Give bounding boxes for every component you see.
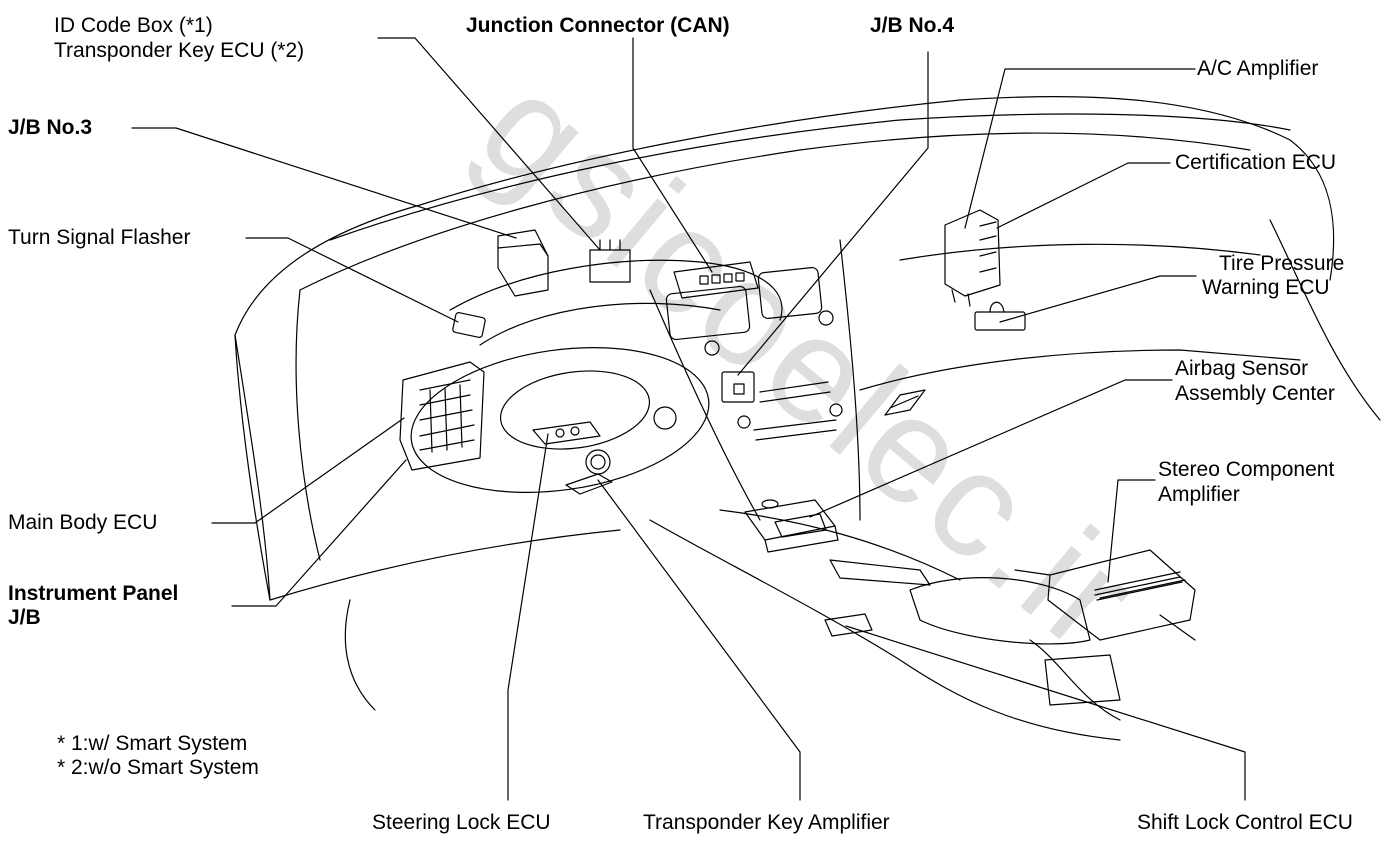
jb-no3-unit xyxy=(498,230,548,296)
dashboard-top-edge xyxy=(300,133,1250,290)
shift-lock-ecu-unit xyxy=(825,614,872,636)
passenger-glovebox xyxy=(900,244,1260,260)
steering-wheel-inner xyxy=(495,362,654,458)
leader-jb-no4 xyxy=(738,52,928,375)
leader-stereo xyxy=(1108,480,1155,582)
passenger-vent xyxy=(885,390,925,415)
dashboard-outline xyxy=(235,97,1334,600)
display-right xyxy=(758,267,822,319)
stack-knob-4 xyxy=(830,404,842,416)
leader-tire-pressure xyxy=(1000,276,1196,322)
label-certification-ecu: Certification ECU xyxy=(1175,152,1336,174)
label-ac-amplifier: A/C Amplifier xyxy=(1197,58,1318,80)
label-junction-connector: Junction Connector (CAN) xyxy=(466,15,730,37)
main-body-ecu-unit xyxy=(400,362,484,470)
label-id-code-box: ID Code Box (*1) xyxy=(54,15,213,37)
steering-hub xyxy=(654,407,676,429)
driver-side-panel xyxy=(235,290,320,600)
cluster-hood xyxy=(450,260,782,320)
label-transponder-key-ecu: Transponder Key ECU (*2) xyxy=(54,40,304,62)
leader-airbag xyxy=(810,380,1172,517)
steering-lock-ecu-unit xyxy=(533,422,600,444)
center-stack-right xyxy=(840,240,860,520)
label-jb-no3: J/B No.3 xyxy=(8,117,92,139)
console-top xyxy=(720,510,960,580)
transponder-key-amplifier-unit xyxy=(566,450,612,494)
label-warning-ecu: Warning ECU xyxy=(1202,277,1330,299)
turn-signal-flasher-unit xyxy=(452,312,486,338)
label-stereo-component: Stereo Component xyxy=(1158,459,1334,481)
label-assembly-center: Assembly Center xyxy=(1175,383,1335,405)
leader-steering-lock xyxy=(508,434,548,800)
footnote-1: * 1:w/ Smart System xyxy=(57,733,247,755)
leader-jb-no3 xyxy=(132,128,516,238)
label-transponder-key-amplifier: Transponder Key Amplifier xyxy=(643,812,890,834)
leader-turn-signal xyxy=(246,238,458,322)
knee-panel xyxy=(345,600,375,710)
leader-junction-connector xyxy=(633,38,712,272)
ac-amplifier-unit xyxy=(945,210,1000,306)
leader-transponder-amp xyxy=(598,480,800,800)
label-shift-lock-control-ecu: Shift Lock Control ECU xyxy=(1137,812,1353,834)
airbag-sensor-unit xyxy=(745,500,838,552)
stack-knob-1 xyxy=(705,341,719,355)
steering-wheel-outer xyxy=(402,330,719,510)
label-instrument-panel-jb: J/B xyxy=(8,607,41,629)
center-stack-left xyxy=(650,290,760,520)
leader-main-body-ecu xyxy=(212,418,404,523)
windshield-base xyxy=(330,114,1290,240)
stereo-amplifier-unit xyxy=(1015,550,1195,640)
leader-certification-ecu xyxy=(997,163,1170,228)
shifter-plate xyxy=(830,560,930,585)
label-instrument-panel: Instrument Panel xyxy=(8,583,178,605)
footnote-2: * 2:w/o Smart System xyxy=(57,757,259,779)
stack-knob-2 xyxy=(819,311,833,325)
label-airbag-sensor: Airbag Sensor xyxy=(1175,358,1308,380)
label-steering-lock-ecu: Steering Lock ECU xyxy=(372,812,551,834)
label-main-body-ecu: Main Body ECU xyxy=(8,512,157,534)
label-turn-signal-flasher: Turn Signal Flasher xyxy=(8,227,190,249)
leader-ac-amplifier xyxy=(965,69,1195,228)
label-jb-no4: J/B No.4 xyxy=(870,15,954,37)
stack-knob-3 xyxy=(738,416,750,428)
jb-no4-unit xyxy=(722,372,754,402)
console-left xyxy=(650,520,1120,740)
tire-pressure-ecu-unit xyxy=(975,302,1025,330)
label-tire-pressure: Tire Pressure xyxy=(1219,253,1344,275)
dashboard-lower-edge xyxy=(270,530,620,600)
label-stereo-amplifier: Amplifier xyxy=(1158,484,1240,506)
stack-vents xyxy=(754,382,836,440)
